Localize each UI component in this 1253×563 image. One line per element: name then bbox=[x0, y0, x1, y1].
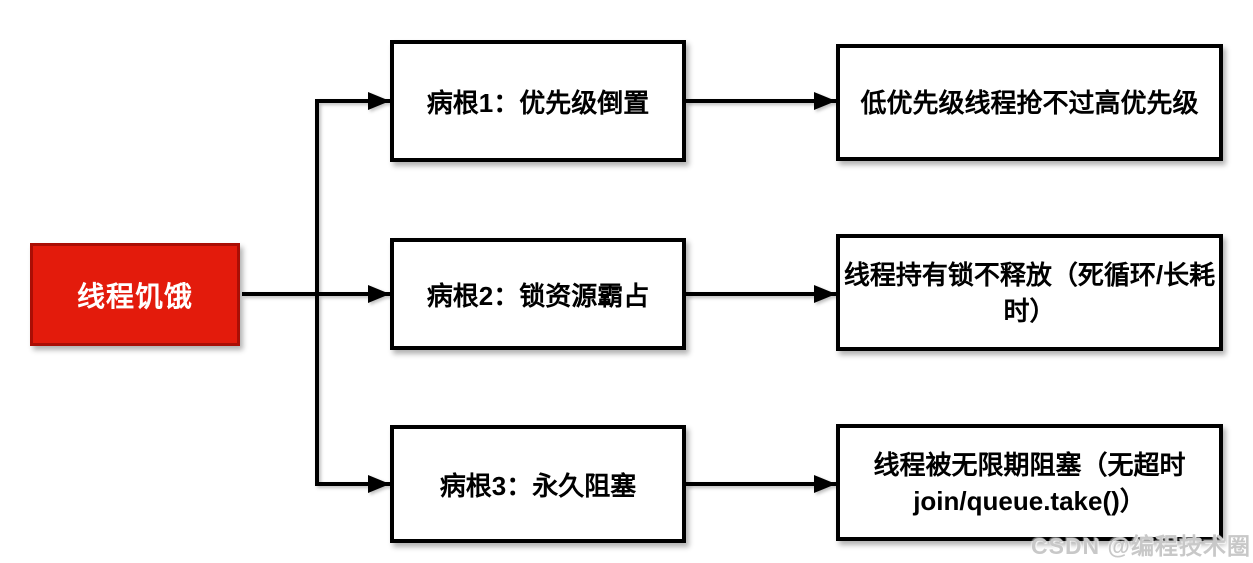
cause-node-2: 病根2：锁资源霸占 bbox=[390, 238, 686, 350]
cause-node-3-label: 病根3：永久阻塞 bbox=[439, 470, 637, 501]
root-node: 线程饥饿 bbox=[30, 243, 240, 346]
effect-node-3: 线程被无限期阻塞（无超时join/queue.take()） bbox=[836, 424, 1223, 541]
effect-node-3-label: 线程被无限期阻塞（无超时join/queue.take()） bbox=[873, 449, 1186, 516]
effect-node-2-label: 线程持有锁不释放（死循环/长耗时） bbox=[843, 259, 1216, 326]
cause-node-1: 病根1：优先级倒置 bbox=[390, 40, 686, 162]
effect-node-1-label: 低优先级线程抢不过高优先级 bbox=[860, 87, 1199, 118]
watermark: CSDN @编程技术圈 bbox=[1031, 533, 1251, 559]
cause-node-2-label: 病根2：锁资源霸占 bbox=[426, 280, 650, 311]
effect-node-2: 线程持有锁不释放（死循环/长耗时） bbox=[836, 234, 1223, 351]
cause-node-3: 病根3：永久阻塞 bbox=[390, 425, 686, 543]
effect-node-1: 低优先级线程抢不过高优先级 bbox=[836, 44, 1223, 161]
root-node-label: 线程饥饿 bbox=[76, 280, 193, 312]
cause-node-1-label: 病根1：优先级倒置 bbox=[426, 87, 650, 118]
